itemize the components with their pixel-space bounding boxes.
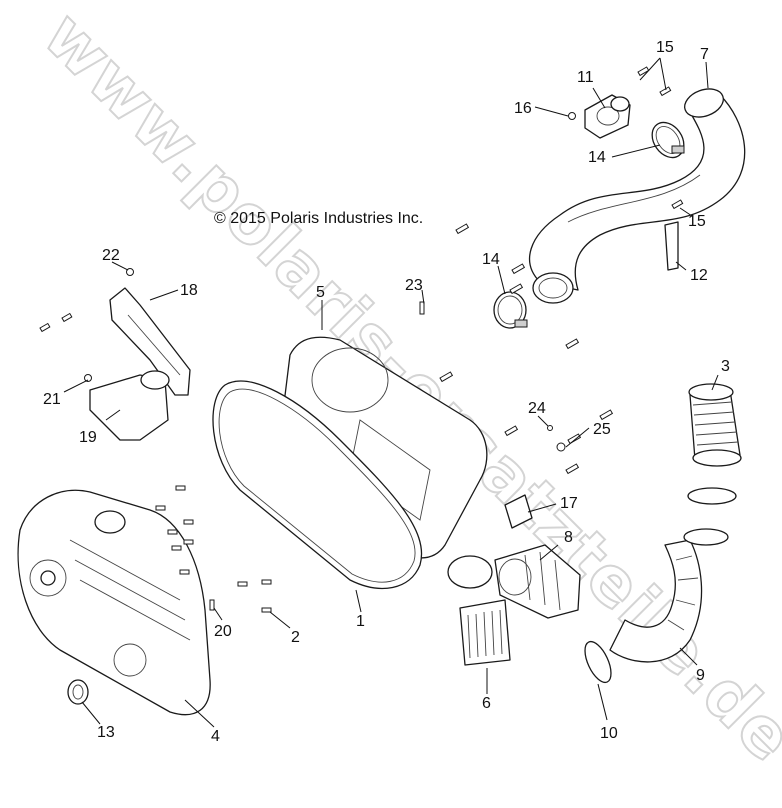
callout-13: 13 — [97, 724, 115, 741]
part-12-bracket — [664, 221, 679, 271]
part-6-screen — [459, 599, 511, 666]
part-3-filter — [688, 383, 742, 467]
part-11-flange — [584, 94, 631, 139]
callout-10: 10 — [600, 725, 618, 742]
part-17-seal — [504, 494, 533, 529]
part-3-clamp — [687, 487, 737, 505]
callout-12: 12 — [690, 267, 708, 284]
callout-25: 25 — [593, 421, 611, 438]
callout-24: 24 — [528, 400, 546, 417]
part-8-boot — [494, 544, 581, 619]
copyright-notice: © 2015 Polaris Industries Inc. — [214, 210, 423, 227]
part-13-washer — [67, 679, 89, 705]
callout-4: 4 — [211, 728, 220, 745]
callout-14-upper: 14 — [588, 149, 606, 166]
part-10-clamp — [584, 640, 612, 684]
part-7-intake-duct — [529, 88, 746, 304]
part-14-clamp-lower — [493, 291, 528, 329]
callout-15-lower: 15 — [688, 213, 706, 230]
callout-8: 8 — [564, 529, 573, 546]
callout-6: 6 — [482, 695, 491, 712]
callout-20: 20 — [214, 623, 232, 640]
part-4-outer-cover — [17, 489, 211, 716]
part-19-duct — [89, 370, 170, 441]
fasteners — [39, 66, 684, 613]
part-8-clamp — [447, 555, 493, 589]
part-1-drive-belt — [212, 380, 423, 590]
callout-9: 9 — [696, 667, 705, 684]
part-9-elbow-boot — [609, 528, 729, 663]
callout-23: 23 — [405, 277, 423, 294]
callout-18: 18 — [180, 282, 198, 299]
callout-16: 16 — [514, 100, 532, 117]
callout-11: 11 — [577, 69, 594, 86]
callout-19: 19 — [79, 429, 97, 446]
callout-2: 2 — [291, 629, 300, 646]
callout-15-upper: 15 — [656, 39, 674, 56]
leader-lines — [63, 57, 719, 728]
callout-7: 7 — [700, 46, 709, 63]
callout-5: 5 — [316, 284, 325, 301]
callout-labels: 1 2 3 4 5 6 7 8 9 10 11 12 13 14 14 15 1… — [43, 39, 730, 745]
callout-22: 22 — [102, 247, 120, 264]
part-18-bracket — [109, 287, 191, 396]
callout-1: 1 — [356, 613, 365, 630]
callout-21: 21 — [43, 391, 61, 408]
callout-3: 3 — [721, 358, 730, 375]
part-14-clamp-upper — [651, 121, 685, 159]
part-16-nut — [568, 112, 576, 120]
callout-17: 17 — [560, 495, 578, 512]
callout-14-lower: 14 — [482, 251, 500, 268]
